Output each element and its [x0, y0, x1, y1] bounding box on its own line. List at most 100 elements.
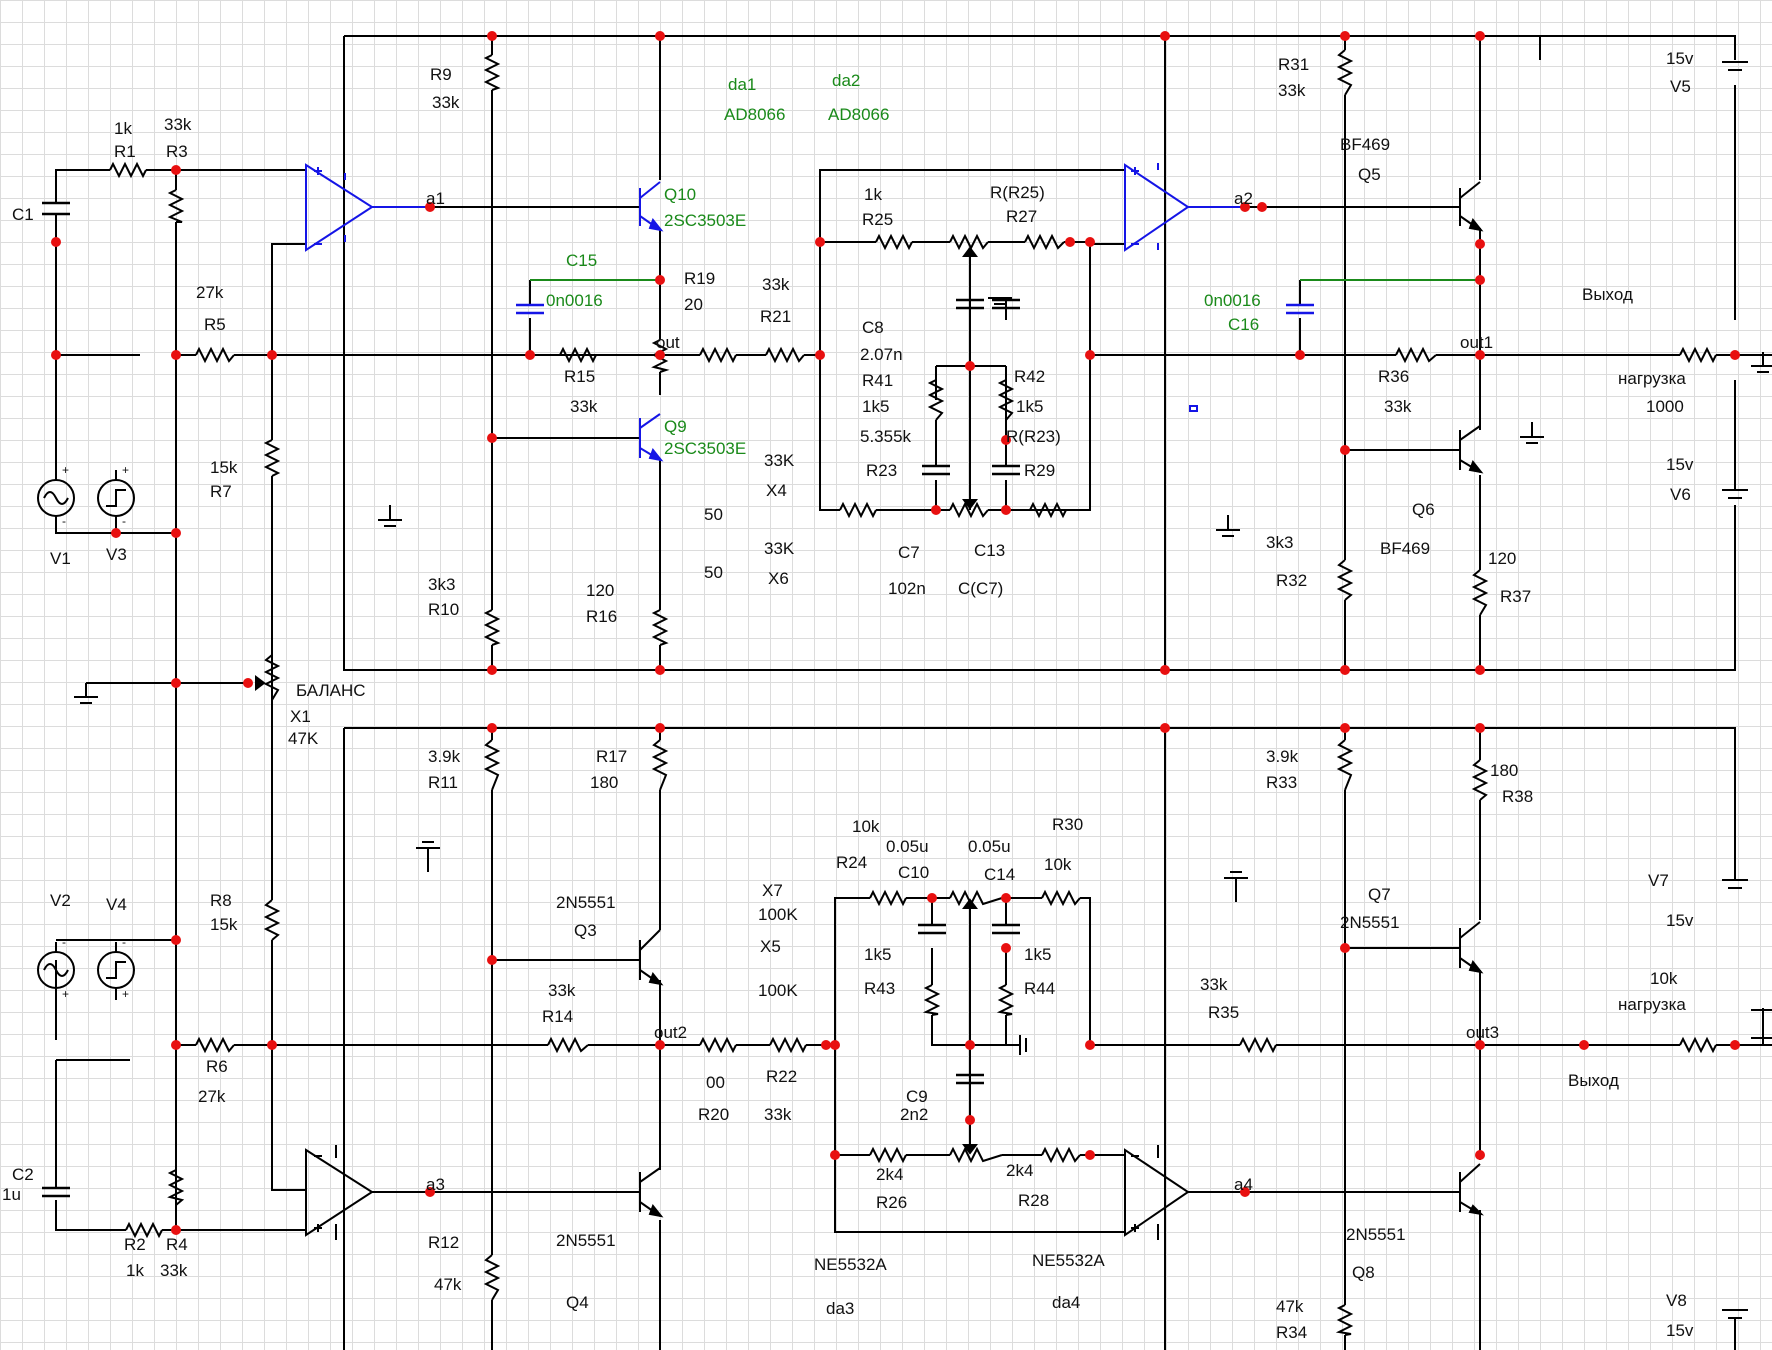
battery-V8[interactable] [1722, 1309, 1748, 1319]
resistor-R20[interactable] [699, 1036, 737, 1054]
potentiometer-R25-R27[interactable] [949, 233, 989, 251]
label-r6: R6 [206, 1057, 228, 1076]
transistor-Q10[interactable] [639, 181, 664, 232]
label-q5: Q5 [1358, 165, 1381, 184]
resistor-R34[interactable] [1335, 1304, 1354, 1336]
resistor-R26[interactable] [869, 1146, 907, 1164]
label-r19: R19 [684, 269, 715, 288]
resistor-R7[interactable] [263, 439, 281, 477]
opamp-da1[interactable] [305, 163, 374, 252]
capacitor-C13[interactable] [992, 464, 1020, 476]
transistor-Q5[interactable] [1459, 181, 1484, 232]
resistor-R17[interactable] [651, 739, 669, 791]
junction-node [487, 723, 497, 733]
capacitor-C8b[interactable] [992, 298, 1020, 310]
transistor-Q4[interactable] [639, 1167, 664, 1218]
sine-source-V2[interactable] [37, 942, 75, 1000]
resistor-R41[interactable] [927, 379, 945, 421]
resistor-R1[interactable] [109, 161, 147, 179]
resistor-R16[interactable] [651, 609, 669, 646]
capacitor-C16[interactable] [1286, 303, 1314, 315]
label-r25v: 1k [864, 185, 882, 204]
resistor-R23[interactable] [839, 501, 877, 519]
potentiometer-X4-X6[interactable] [949, 501, 989, 519]
capacitor-C14[interactable] [992, 923, 1020, 935]
c16-wire [1299, 279, 1480, 355]
capacitor-C1[interactable] [42, 201, 70, 216]
transistor-Q9[interactable] [639, 413, 664, 462]
resistor-R44[interactable] [996, 984, 1015, 1016]
battery-V5[interactable] [1722, 61, 1748, 71]
resistor-R4[interactable] [167, 1169, 185, 1206]
resistor-R29[interactable] [1029, 501, 1067, 519]
resistor-R15[interactable] [559, 346, 597, 364]
resistor-R42[interactable] [997, 379, 1015, 421]
resistor-R43[interactable] [922, 984, 941, 1016]
resistor-R10[interactable] [483, 609, 501, 646]
resistor-R12[interactable] [483, 1254, 501, 1301]
resistor-R27[interactable] [1024, 233, 1065, 251]
resistor-R24[interactable] [869, 889, 907, 907]
resistor-R14[interactable] [547, 1036, 589, 1054]
wires [55, 35, 1772, 1350]
resistor-R37[interactable] [1471, 569, 1489, 616]
capacitor-C10[interactable] [918, 923, 946, 935]
label-r26v: 2k4 [876, 1165, 903, 1184]
resistor-load2[interactable] [1679, 1036, 1717, 1054]
transistor-Q6[interactable] [1459, 425, 1484, 474]
label-r2v: 1k [126, 1261, 144, 1280]
sine-source-V1[interactable] [37, 470, 75, 524]
capacitor-C15[interactable] [516, 303, 544, 315]
capacitor-C7[interactable] [922, 464, 950, 476]
polarity-minus: - [62, 514, 66, 528]
resistor-R8[interactable] [263, 899, 281, 941]
resistor-R31[interactable] [1336, 49, 1354, 96]
step-source-V3[interactable] [97, 470, 135, 524]
transistor-Q3[interactable] [639, 929, 664, 986]
resistor-R11[interactable] [483, 739, 501, 791]
resistor-R35[interactable] [1239, 1036, 1277, 1054]
resistor-R36[interactable] [1395, 346, 1437, 364]
capacitor-C2[interactable] [42, 1186, 70, 1198]
resistor-R28[interactable] [1041, 1146, 1081, 1164]
potentiometer-X7[interactable] [949, 889, 1003, 907]
step-source-V4[interactable] [97, 942, 135, 1000]
grounds [74, 297, 1772, 1055]
transistor-Q7[interactable] [1459, 921, 1484, 974]
label-r5: R5 [204, 315, 226, 334]
resistor-R30[interactable] [1041, 889, 1081, 907]
opamp-da3[interactable] [305, 1145, 374, 1240]
resistor-R19b[interactable] [699, 346, 737, 364]
resistor-R25[interactable] [875, 233, 913, 251]
resistor-R6[interactable] [195, 1036, 235, 1054]
wiper-arrow-icon [255, 675, 266, 691]
junction-node [267, 350, 277, 360]
resistor-R22[interactable] [769, 1036, 807, 1054]
transistor-Q8[interactable] [1459, 1163, 1484, 1216]
label-r14v: 33k [548, 981, 576, 1000]
resistor-R21[interactable] [765, 346, 805, 364]
label-r23: R23 [866, 461, 897, 480]
potentiometer-balance[interactable] [263, 654, 281, 701]
polarity-plus: + [122, 463, 129, 477]
opamp-da4[interactable] [1124, 1145, 1190, 1240]
potentiometer-X5[interactable] [949, 1146, 1003, 1164]
battery-V6[interactable] [1722, 489, 1748, 499]
junction-node [1475, 350, 1485, 360]
battery-V7[interactable] [1722, 879, 1748, 889]
junction-node [655, 665, 665, 675]
label-x5v: 100K [758, 981, 798, 1000]
capacitor-C8[interactable] [956, 298, 984, 310]
resistor-R5[interactable] [195, 346, 235, 364]
resistor-R9[interactable] [483, 54, 501, 91]
resistor-R38[interactable] [1471, 759, 1489, 801]
resistor-R3[interactable] [167, 189, 185, 223]
resistor-R33[interactable] [1336, 739, 1354, 791]
label-c9v: 2n2 [900, 1105, 928, 1124]
resistor-load1[interactable] [1679, 346, 1717, 364]
capacitor-C9[interactable] [956, 1073, 984, 1085]
resistor-R2[interactable] [125, 1221, 163, 1239]
resistor-R32[interactable] [1336, 559, 1354, 601]
opamp-da2[interactable] [1124, 163, 1190, 252]
